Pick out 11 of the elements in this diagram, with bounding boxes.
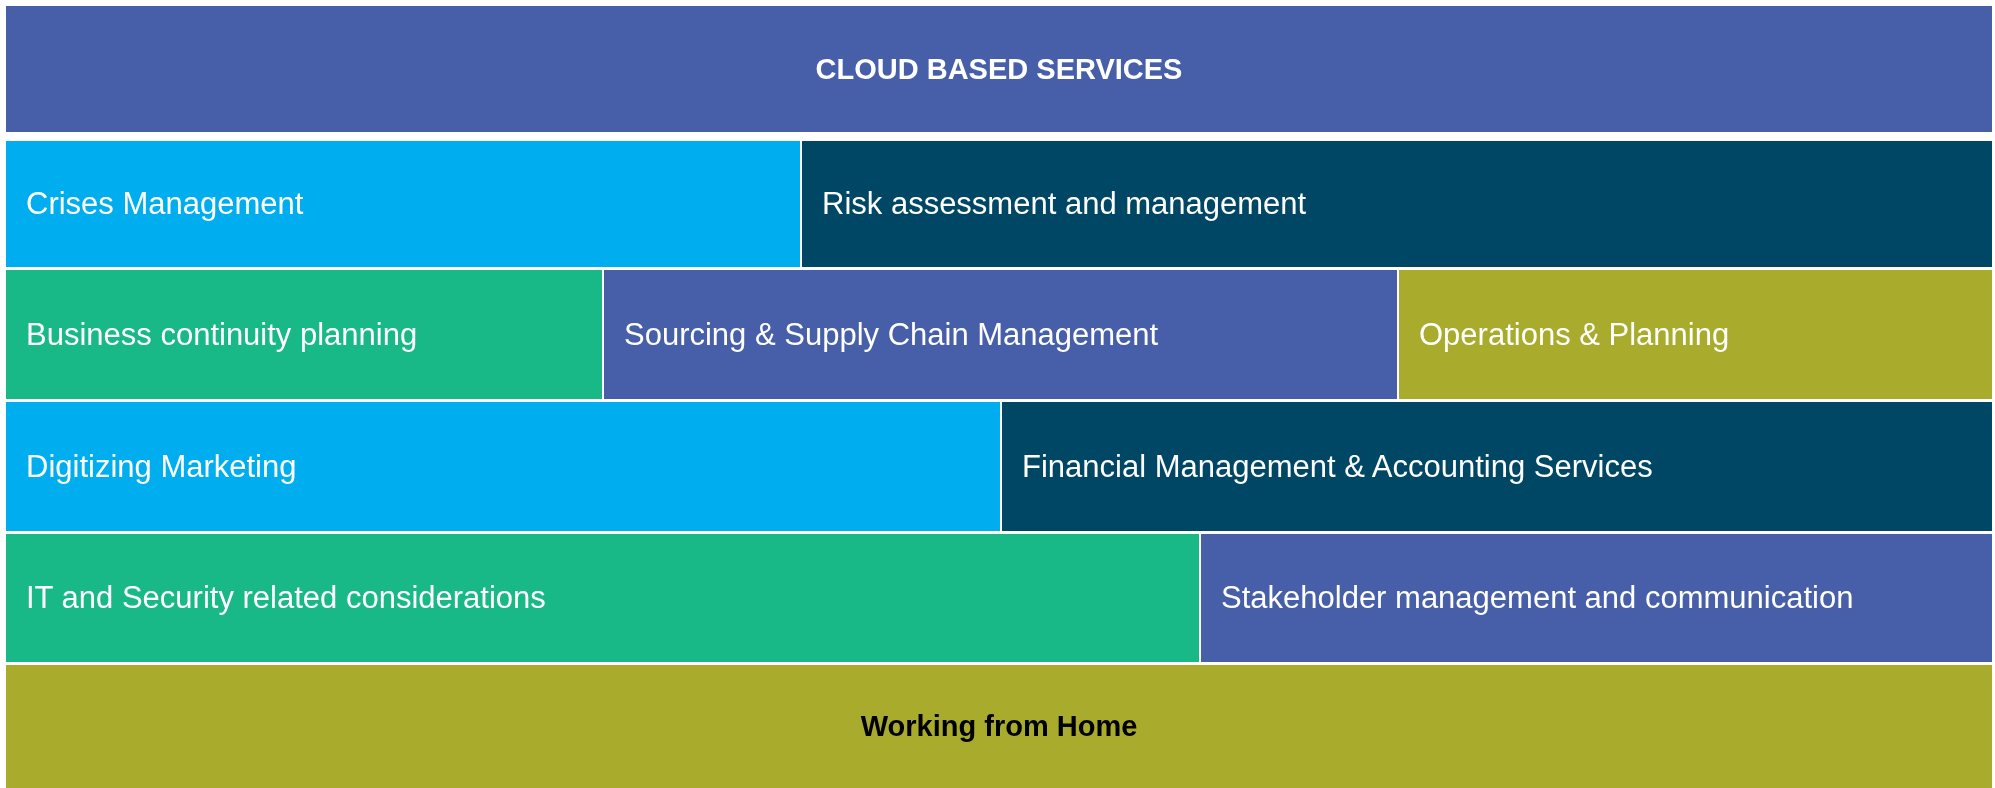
topic-block: Crises Management — [6, 141, 800, 267]
topic-block: Sourcing & Supply Chain Management — [604, 270, 1397, 399]
topic-block: Business continuity planning — [6, 270, 602, 399]
topic-block: Operations & Planning — [1399, 270, 1992, 399]
title-banner: CLOUD BASED SERVICES — [6, 6, 1992, 132]
topic-block: Risk assessment and management — [802, 141, 1992, 267]
foundation-banner: Working from Home — [6, 665, 1992, 788]
topic-block: IT and Security related considerations — [6, 534, 1199, 662]
topic-block: Financial Management & Accounting Services — [1002, 402, 1992, 531]
topic-block: Stakeholder management and communication — [1201, 534, 1992, 662]
topic-block: Digitizing Marketing — [6, 402, 1000, 531]
